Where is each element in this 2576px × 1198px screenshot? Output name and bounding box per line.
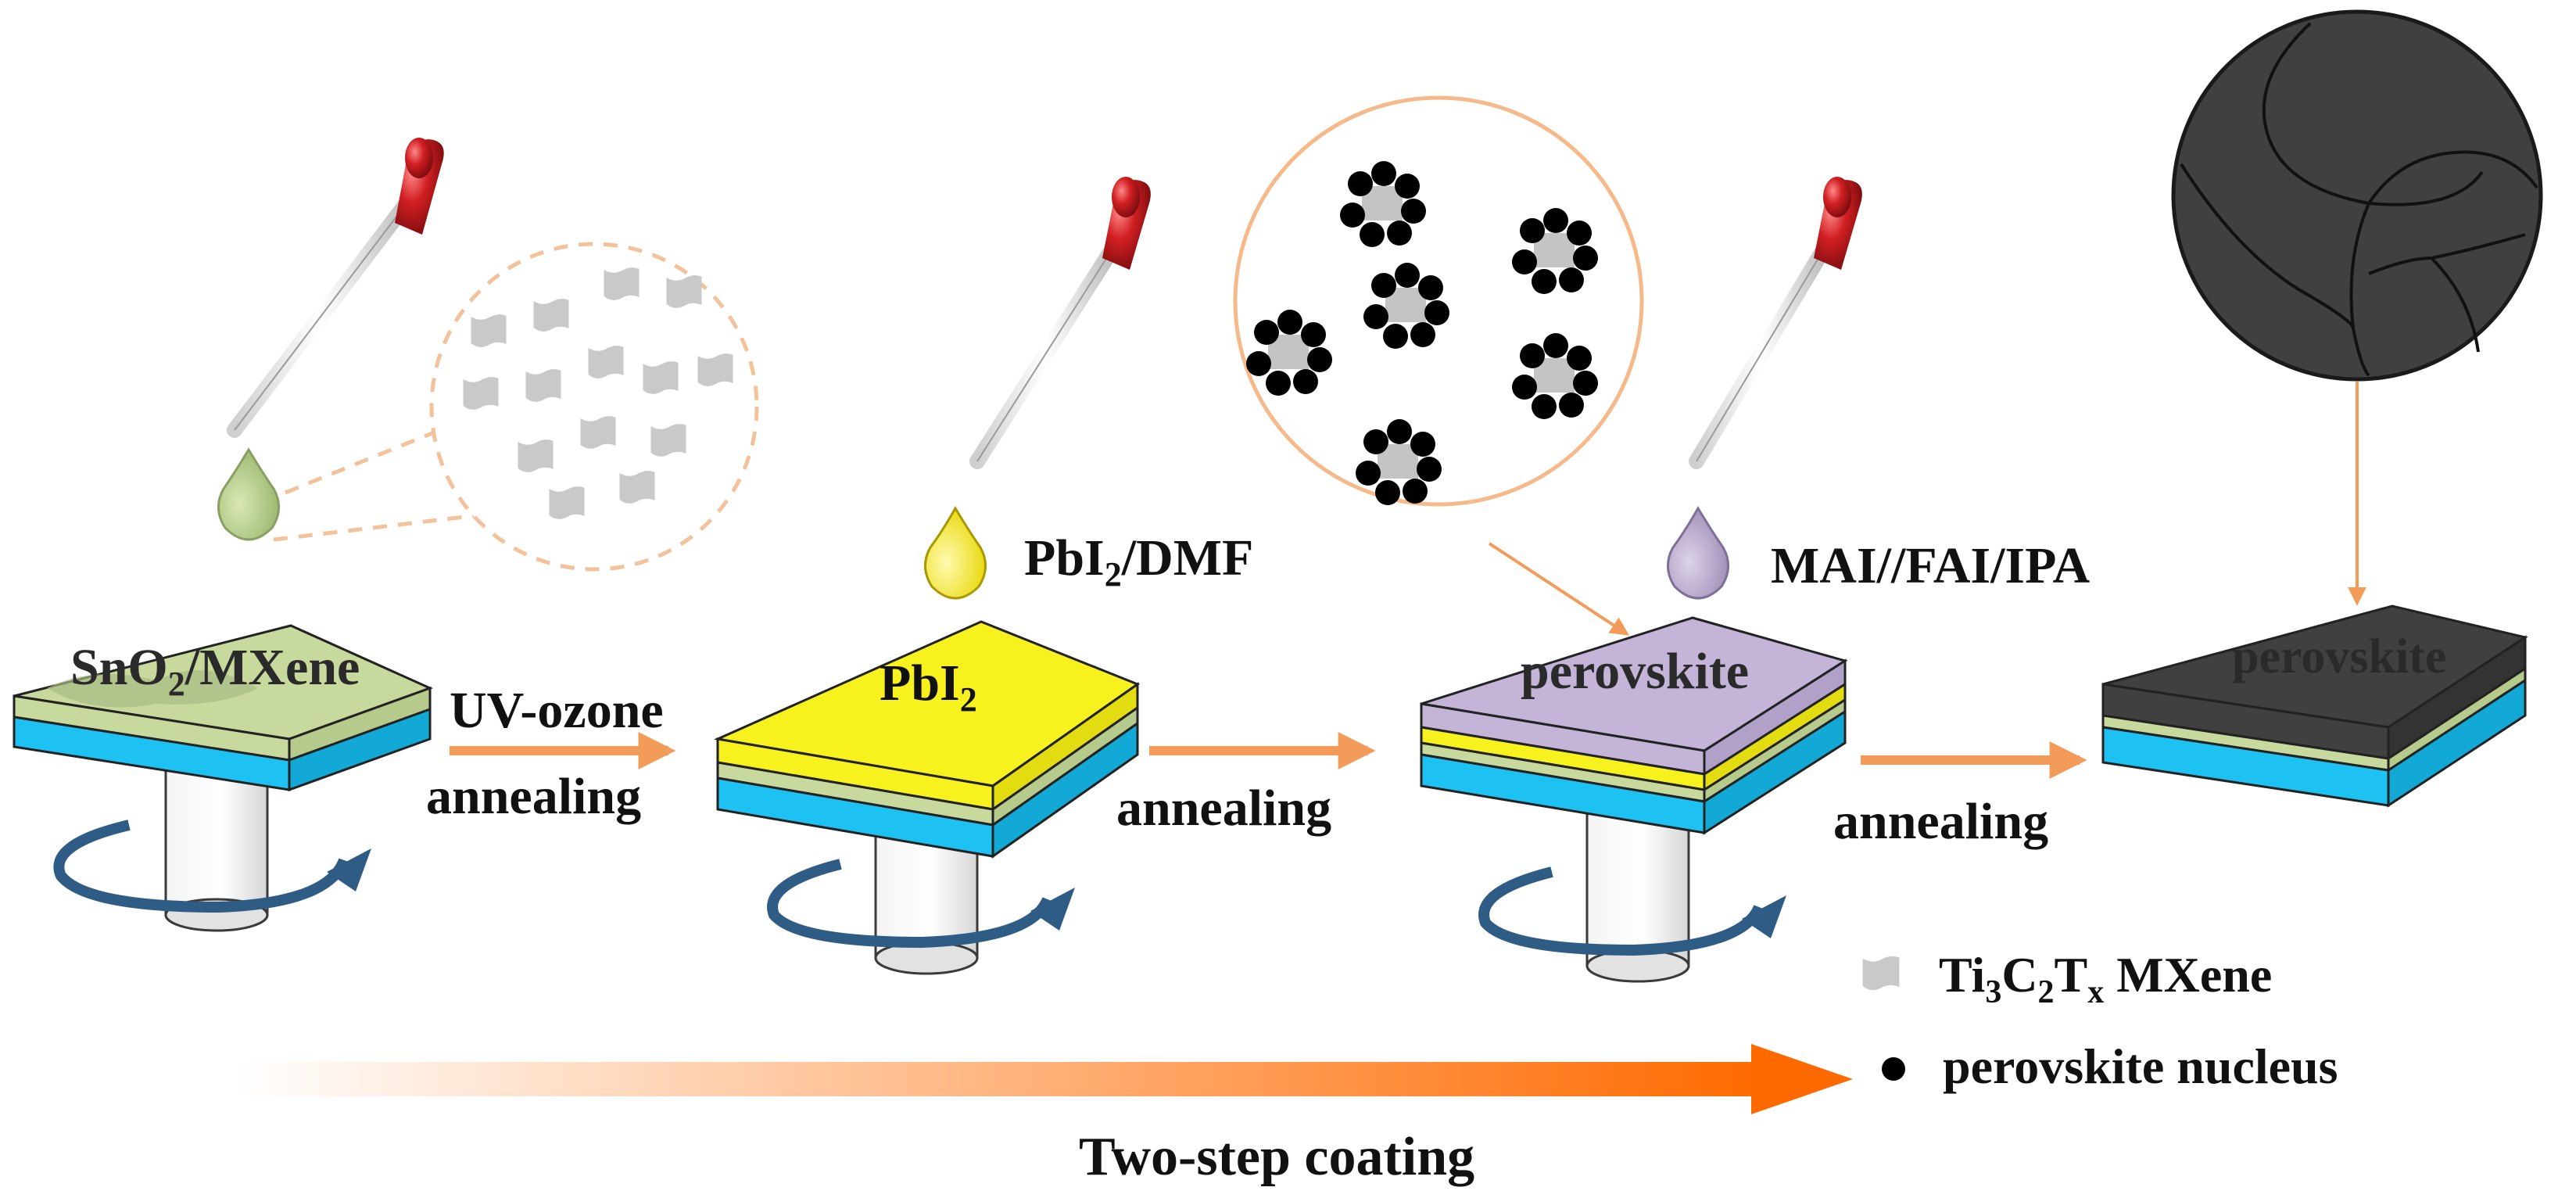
perovskite-layer-label-4: perovskite bbox=[2232, 630, 2446, 683]
nucleus-dot bbox=[1567, 221, 1592, 246]
nucleus-dot bbox=[1246, 351, 1271, 376]
nucleus-dot bbox=[1301, 322, 1326, 347]
annealing-label-1: annealing bbox=[426, 768, 641, 825]
nucleus-dot bbox=[1543, 333, 1568, 358]
mxene-zoom-bubble bbox=[273, 242, 759, 572]
nucleus-clusters bbox=[1246, 161, 1598, 505]
nucleus-dot bbox=[1410, 322, 1435, 347]
nucleus-dot bbox=[1356, 461, 1381, 486]
spin-arrow-icon-2 bbox=[767, 859, 1053, 949]
step-4-perovskite-film: perovskite bbox=[2101, 9, 2543, 808]
nucleus-dot bbox=[1403, 479, 1428, 504]
nucleus-dot bbox=[1418, 275, 1443, 300]
nucleus-dot bbox=[1387, 419, 1412, 444]
nucleation-zoom-circle bbox=[1233, 95, 1644, 636]
nucleus-dot bbox=[1266, 371, 1291, 396]
pipette-3 bbox=[1689, 177, 1862, 469]
nucleus-dot bbox=[1340, 203, 1365, 228]
nucleus-dot bbox=[1417, 457, 1442, 482]
two-step-coating-arrow: Two-step coating bbox=[235, 1044, 1853, 1187]
nucleus-dot bbox=[1520, 343, 1545, 368]
nucleus-dot bbox=[1573, 246, 1598, 271]
substrate-stack-4 bbox=[2101, 604, 2528, 808]
legend: Ti3C2Tx MXene perovskite nucleus bbox=[1862, 947, 2338, 1094]
nucleus-dot bbox=[1424, 300, 1449, 325]
nucleus-dot bbox=[1277, 310, 1302, 335]
sno2-mxene-label: SnO2/MXene bbox=[70, 639, 360, 703]
nucleus-dot bbox=[1395, 174, 1420, 199]
nucleus-dot bbox=[1348, 171, 1373, 196]
mai-fai-ipa-label: MAI//FAI/IPA bbox=[1771, 537, 2091, 594]
substrate-stack-3 bbox=[1420, 616, 1848, 983]
nucleus-dot bbox=[1559, 393, 1584, 418]
nucleus-dot bbox=[1395, 263, 1420, 288]
nucleus-dot bbox=[1307, 347, 1332, 372]
nucleus-dot-icon bbox=[1882, 1057, 1905, 1081]
step-1-sno2-mxene: SnO2/MXene UV-ozone annealing bbox=[13, 138, 759, 932]
nucleus-dot bbox=[1375, 480, 1400, 505]
pbi2-layer-label: PbI2 bbox=[880, 655, 977, 719]
spin-arrow-icon-3 bbox=[1478, 866, 1765, 956]
film-zoom-circle bbox=[2171, 9, 2543, 606]
nucleus-dot bbox=[1363, 429, 1388, 454]
nucleus-dot bbox=[1383, 324, 1408, 349]
nucleus-dot bbox=[1573, 371, 1598, 396]
nucleus-dot bbox=[1371, 161, 1396, 186]
legend-nucleus-label: perovskite nucleus bbox=[1943, 1038, 2338, 1094]
step-2-pbi2: PbI2/DMF PbI2 annealing bbox=[713, 177, 1376, 975]
nucleus-dot bbox=[1401, 199, 1426, 224]
pbi2-dmf-drop-icon bbox=[924, 506, 987, 600]
nucleus-dot bbox=[1363, 304, 1388, 329]
nucleus-dot bbox=[1532, 394, 1557, 419]
nucleus-dot bbox=[1567, 346, 1592, 371]
nucleus-dot bbox=[1293, 369, 1318, 394]
substrate-stack-2 bbox=[713, 620, 1141, 975]
mxene-flake-icon bbox=[1862, 956, 1900, 991]
pipette-2 bbox=[969, 177, 1151, 469]
two-step-coating-label: Two-step coating bbox=[1079, 1127, 1474, 1187]
nucleus-dot bbox=[1360, 222, 1385, 247]
nucleus-dot bbox=[1371, 273, 1396, 298]
annealing-label-2: annealing bbox=[1116, 780, 1331, 837]
nucleus-dot bbox=[1512, 249, 1537, 274]
mai-fai-ipa-drop-icon bbox=[1667, 506, 1729, 600]
nucleus-dot bbox=[1520, 218, 1545, 243]
uv-ozone-label: UV-ozone bbox=[450, 682, 664, 739]
pipette-1 bbox=[227, 138, 444, 438]
pbi2-dmf-label: PbI2/DMF bbox=[1024, 529, 1253, 594]
nucleus-dot bbox=[1410, 432, 1435, 457]
nucleus-dot bbox=[1387, 221, 1412, 246]
sno2-mxene-drop-icon bbox=[217, 447, 280, 541]
nucleus-dot bbox=[1512, 375, 1537, 400]
nucleus-dot bbox=[1532, 269, 1557, 294]
nucleus-dot bbox=[1543, 208, 1568, 233]
perovskite-layer-label-3: perovskite bbox=[1521, 643, 1749, 700]
legend-mxene-label: Ti3C2Tx MXene bbox=[1939, 947, 2272, 1010]
spin-arrow-icon-1 bbox=[53, 820, 349, 913]
nucleus-dot bbox=[1559, 267, 1584, 292]
step-3-perovskite-nucleation: MAI//FAI/IPA perovskite annealing bbox=[1233, 95, 2091, 983]
nucleus-dot bbox=[1254, 320, 1279, 345]
annealing-label-3: annealing bbox=[1833, 793, 2048, 850]
substrate-stack-1 bbox=[13, 624, 433, 932]
